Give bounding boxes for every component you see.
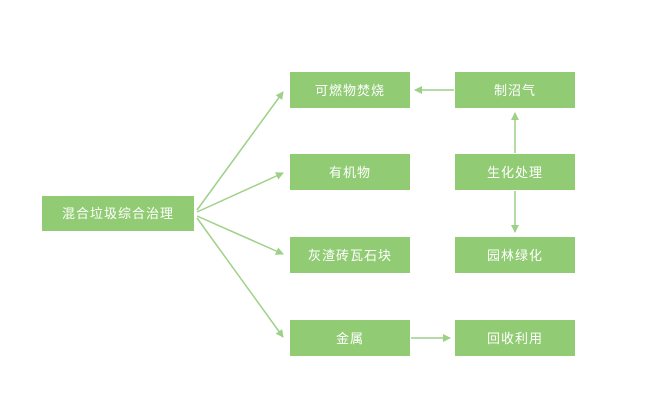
node-recycling: 回收利用 <box>455 320 575 356</box>
node-organic-matter: 有机物 <box>290 154 410 190</box>
node-biochemical-treatment: 生化处理 <box>455 154 575 190</box>
node-label: 回收利用 <box>486 330 543 346</box>
node-metal: 金属 <box>290 320 410 356</box>
node-label: 金属 <box>335 330 364 346</box>
edge-root-to-ash <box>196 215 284 255</box>
node-biogas-production: 制沼气 <box>455 72 575 108</box>
node-label: 生化处理 <box>486 164 543 180</box>
node-landscaping: 园林绿化 <box>455 237 575 273</box>
edge-root-to-burnables <box>196 91 284 211</box>
node-ash-brick-stone: 灰渣砖瓦石块 <box>290 237 410 273</box>
node-label: 有机物 <box>328 164 371 180</box>
node-label: 灰渣砖瓦石块 <box>307 247 392 263</box>
node-burnables-incineration: 可燃物焚烧 <box>290 72 410 108</box>
node-label: 混合垃圾综合治理 <box>61 206 174 221</box>
edge-root-to-metal <box>196 217 284 338</box>
node-label: 可燃物焚烧 <box>314 82 385 98</box>
node-label: 园林绿化 <box>486 247 543 263</box>
node-mixed-waste-treatment: 混合垃圾综合治理 <box>42 196 194 231</box>
edge-root-to-organics <box>196 172 284 213</box>
node-label: 制沼气 <box>493 82 536 98</box>
